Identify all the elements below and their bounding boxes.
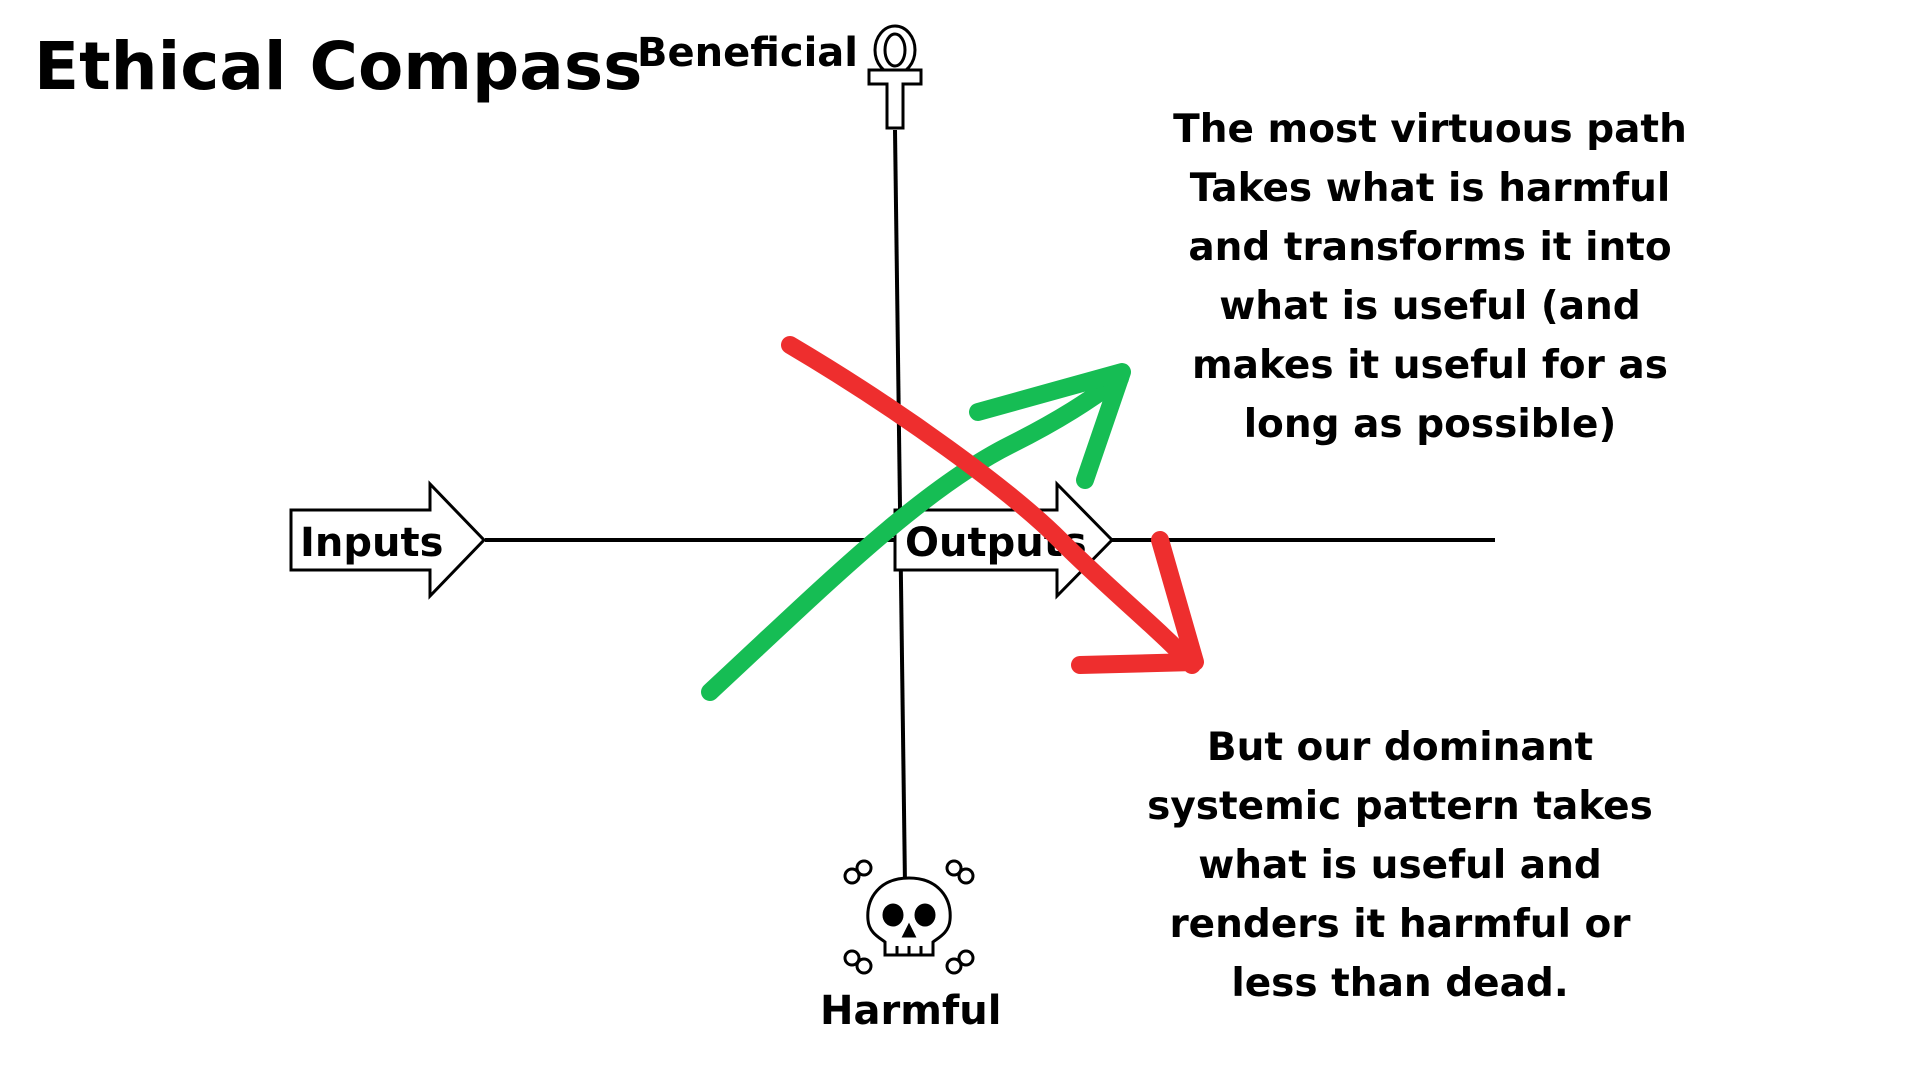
dominant-pattern-arrow	[781, 336, 1204, 674]
dominant-pattern-text: But our dominant systemic pattern takes …	[1147, 725, 1653, 1006]
beneficial-label: Beneficial	[637, 30, 858, 76]
virtuous-path-text: The most virtuous path Takes what is har…	[1173, 107, 1687, 447]
inputs-arrow: Inputs	[289, 480, 487, 600]
vertical-axis	[893, 129, 907, 886]
inputs-label: Inputs	[300, 520, 443, 566]
skull-crossbones-icon	[843, 859, 975, 975]
diagram-title: Ethical Compass	[34, 28, 643, 105]
ankh-icon	[867, 24, 923, 130]
harmful-label: Harmful	[820, 988, 1002, 1034]
